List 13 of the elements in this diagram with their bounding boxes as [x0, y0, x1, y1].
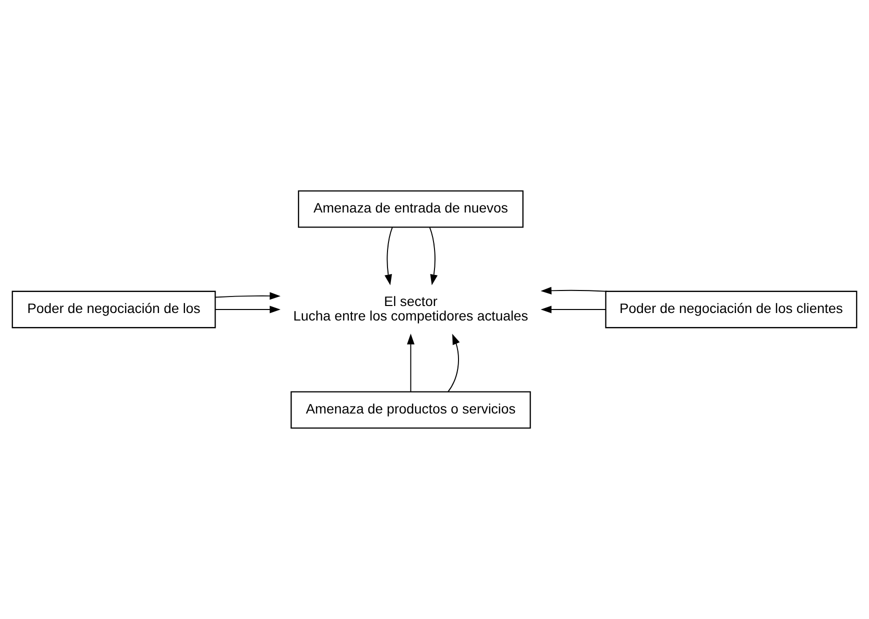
arrow: [214, 292, 281, 300]
node-box: Poder de negociación de los: [12, 290, 216, 328]
arrow: [406, 334, 415, 392]
arrow: [448, 334, 460, 392]
arrow: [540, 286, 608, 294]
node-box: Poder de negociación de los clientes: [605, 290, 858, 328]
arrow: [429, 226, 438, 286]
arrow: [540, 306, 606, 314]
node-box: Amenaza de entrada de nuevos: [298, 190, 524, 228]
arrow: [214, 306, 281, 314]
arrow: [384, 226, 393, 286]
node-box: Amenaza de productos o servicios: [290, 391, 531, 429]
node-text: El sector Lucha entre los competidores actuales: [293, 294, 528, 324]
